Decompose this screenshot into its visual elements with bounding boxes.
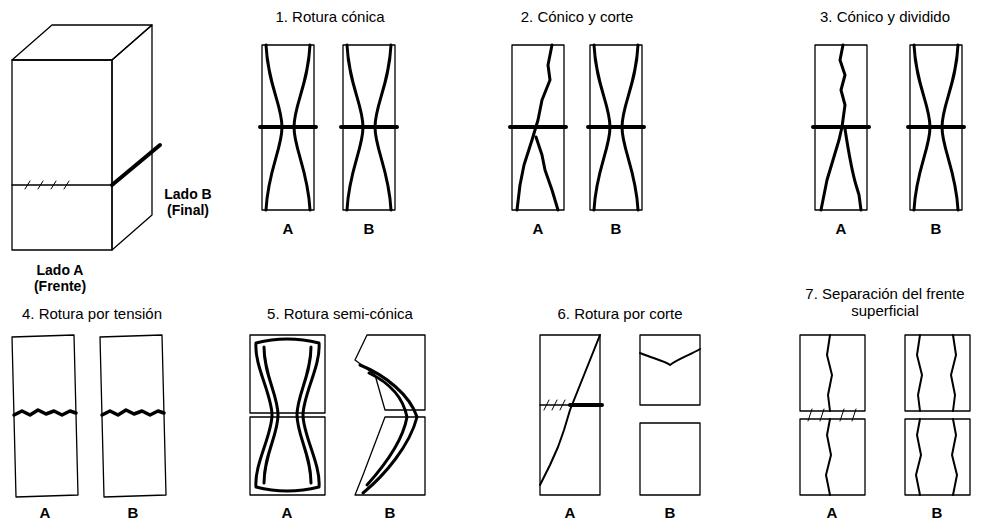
side-letter: A — [30, 504, 60, 521]
type-title: 1. Rotura cónica — [225, 8, 435, 25]
tension-specimen — [100, 335, 166, 497]
shear-specimen — [640, 335, 700, 495]
cone-split-specimen — [813, 45, 869, 210]
side-letter: B — [655, 504, 685, 521]
cone-specimen — [341, 45, 397, 210]
side-letter: B — [375, 504, 405, 521]
side-label: Lado B (Final) — [157, 186, 219, 218]
cone-specimen — [588, 45, 644, 210]
cone-specimen — [908, 45, 964, 210]
side-letter: B — [118, 504, 148, 521]
type-title: 4. Rotura por tensión — [7, 305, 177, 322]
side-letter: B — [922, 504, 952, 521]
cone-shear-specimen — [510, 45, 566, 210]
tension-specimen — [12, 335, 78, 497]
semi-cone-specimen — [355, 335, 425, 495]
side-letter: B — [601, 220, 631, 237]
type-title: 2. Cónico y corte — [472, 8, 682, 25]
face-separation-specimen — [905, 335, 970, 495]
side-letter: A — [523, 220, 553, 237]
side-letter: A — [272, 504, 302, 521]
side-letter: B — [354, 220, 384, 237]
side-letter: B — [921, 220, 951, 237]
cone-specimen — [260, 45, 316, 210]
side-letter: A — [555, 504, 585, 521]
semi-cone-specimen — [250, 335, 325, 495]
type-title: 7. Separación del frente superficial — [785, 285, 985, 320]
shear-specimen — [540, 335, 602, 495]
face-separation-specimen — [800, 335, 865, 495]
side-letter: A — [817, 504, 847, 521]
side-letter: A — [826, 220, 856, 237]
type-title: 6. Rotura por corte — [520, 305, 720, 322]
specimen-cube — [12, 25, 160, 250]
side-letter: A — [273, 220, 303, 237]
type-title: 5. Rotura semi-cónica — [240, 305, 440, 322]
type-title: 3. Cónico y dividido — [780, 8, 990, 25]
side-label: Lado A (Frente) — [20, 262, 100, 294]
